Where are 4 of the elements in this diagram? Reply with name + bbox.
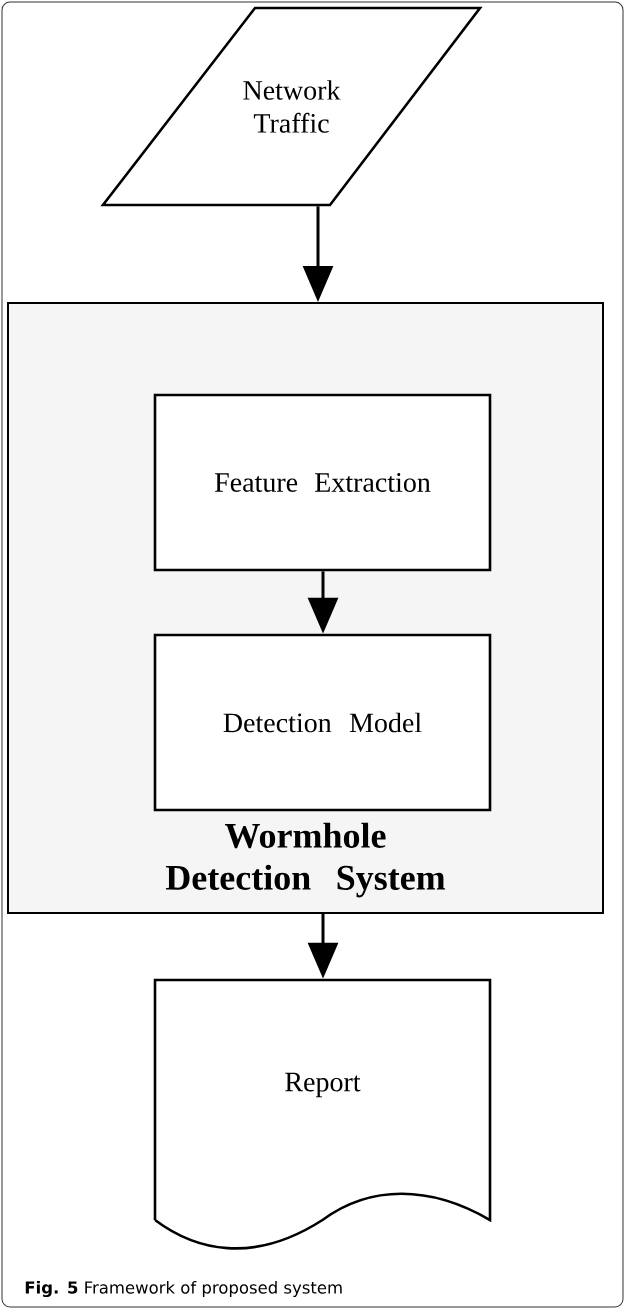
figure-caption: Fig. 5 Framework of proposed system: [25, 1280, 342, 1298]
process-box: Detection Model: [153, 633, 492, 812]
process-box: Feature Extraction: [153, 393, 492, 572]
document-shape: Report: [153, 978, 492, 1250]
